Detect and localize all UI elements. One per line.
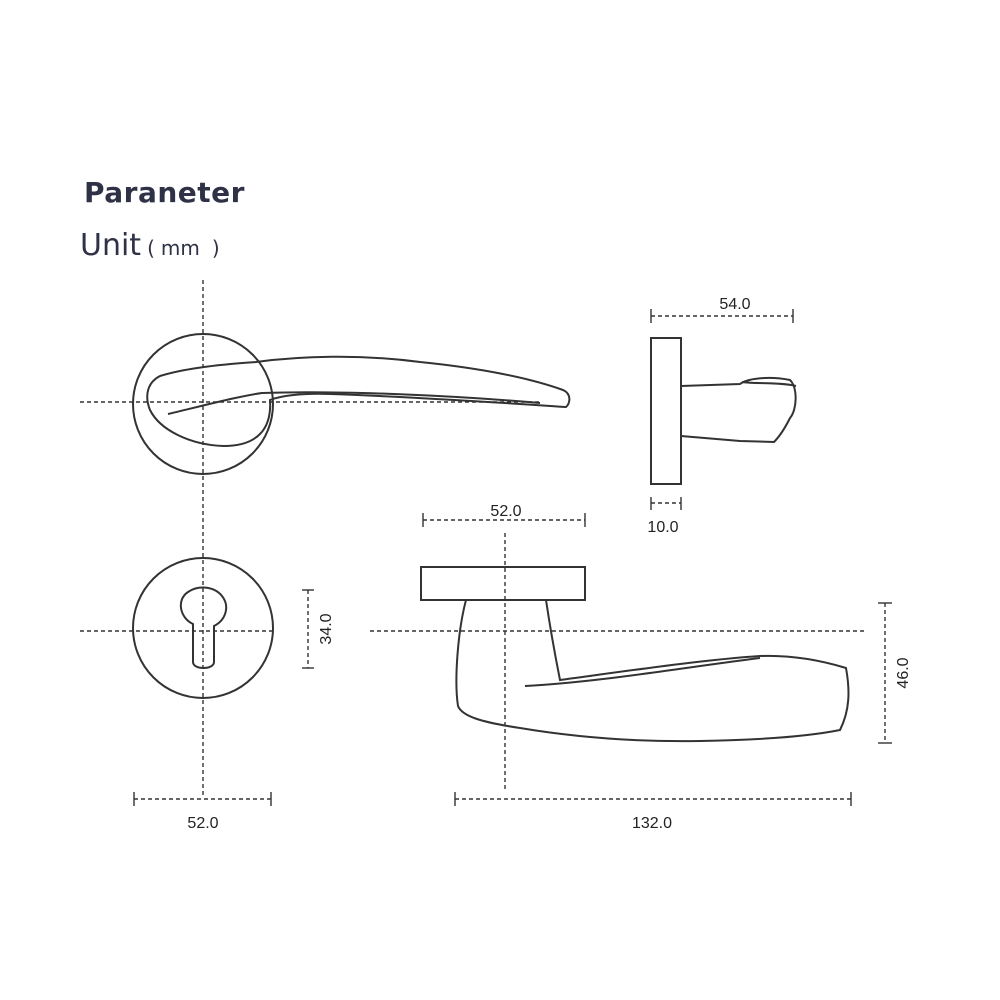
unit-close-paren: ) bbox=[211, 236, 220, 260]
escutcheon-view: 34.0 52.0 bbox=[80, 557, 335, 832]
lever-inner-line-front bbox=[167, 391, 541, 415]
unit-text: Unit bbox=[80, 228, 142, 263]
unit-open-paren: ( bbox=[147, 236, 155, 260]
side-view: 54.0 10.0 bbox=[647, 296, 797, 536]
front-view-lever bbox=[80, 280, 571, 560]
dim-label-rose-diameter-bottom: 52.0 bbox=[187, 815, 218, 832]
rose-circle-top bbox=[132, 333, 274, 475]
side-lever-outline bbox=[680, 376, 797, 444]
keyhole-outline bbox=[179, 586, 228, 669]
top-view-lever: 52.0 46.0 132.0 bbox=[370, 503, 912, 832]
side-rose-plate bbox=[650, 337, 682, 485]
dim-label-rose-thickness: 10.0 bbox=[647, 519, 678, 536]
dim-label-side-depth: 54.0 bbox=[719, 296, 750, 313]
unit-label: Unit(mm) bbox=[80, 228, 220, 263]
dim-label-lever-length: 132.0 bbox=[632, 815, 672, 832]
lever-inner-line-top bbox=[524, 657, 761, 687]
page-title: Paraneter bbox=[84, 176, 245, 209]
lever-outline-top bbox=[455, 599, 850, 743]
dim-label-keyhole: 34.0 bbox=[318, 613, 335, 644]
top-rose-plate bbox=[420, 566, 586, 601]
escutcheon-circle bbox=[132, 557, 274, 699]
lever-outline-front bbox=[146, 355, 571, 448]
dim-label-rose-diameter-top: 52.0 bbox=[490, 503, 521, 520]
side-lever-detail bbox=[741, 381, 797, 387]
dim-label-lever-height: 46.0 bbox=[895, 657, 912, 688]
unit-value: mm bbox=[160, 236, 200, 260]
